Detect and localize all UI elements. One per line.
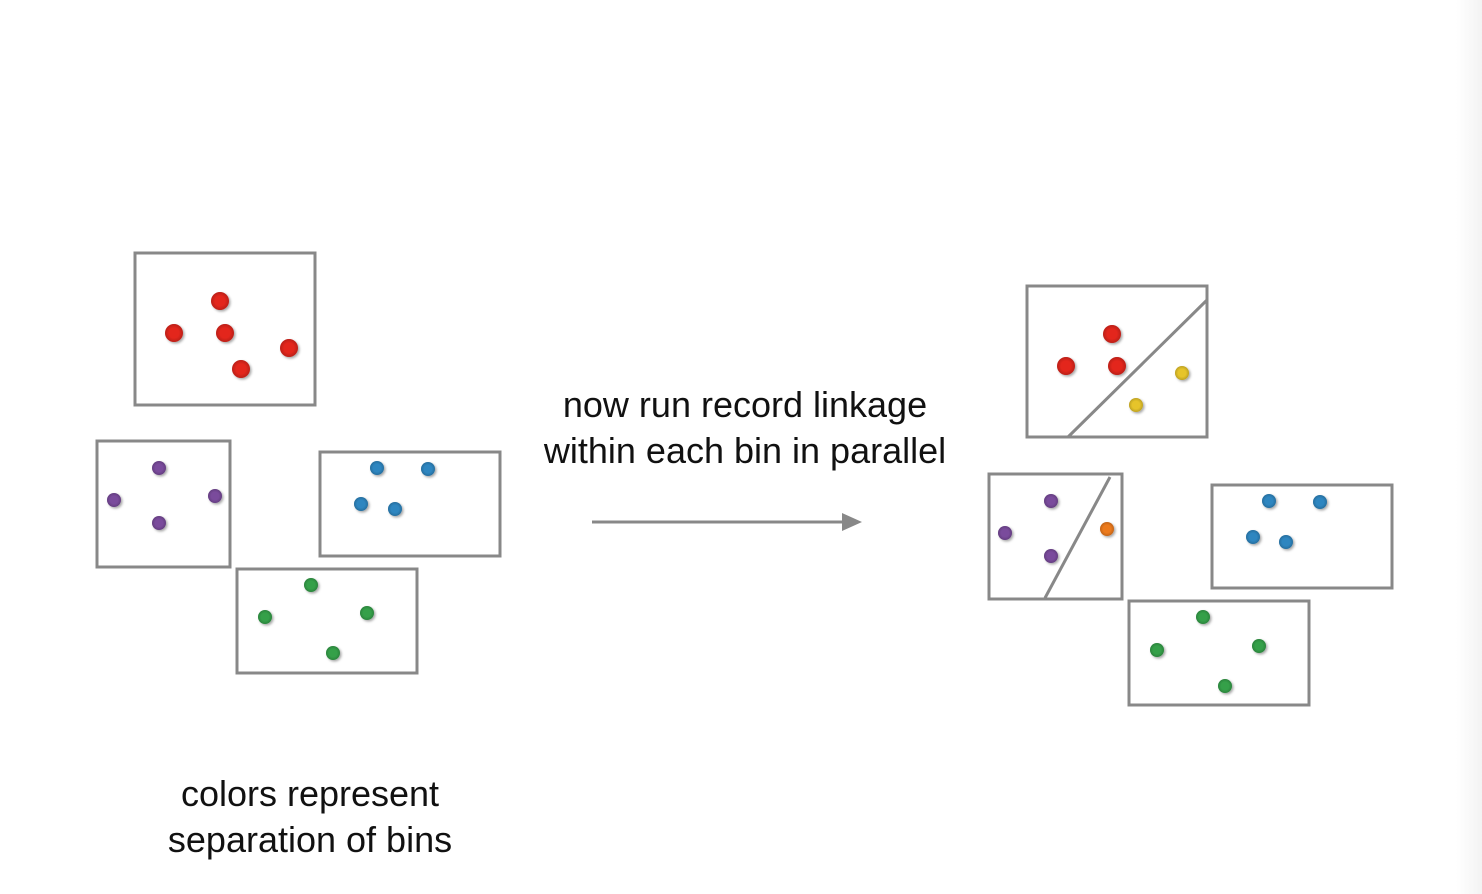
bin-red-before <box>133 251 317 407</box>
record-dot-shading <box>208 489 222 503</box>
record-dot-shading <box>1100 522 1114 536</box>
bin-blue-before <box>318 450 502 558</box>
record-dots <box>1129 366 1189 412</box>
arrow <box>592 513 862 531</box>
bin-red-after <box>1025 284 1209 439</box>
slide-edge-shadow <box>1456 0 1482 894</box>
bin-frame <box>318 450 502 558</box>
record-dots <box>1100 522 1114 536</box>
record-dot-shading <box>1129 398 1143 412</box>
record-dot-shading <box>1175 366 1189 380</box>
record-dot-shading <box>280 339 298 357</box>
bin-purple-before <box>95 439 232 569</box>
after-bins <box>987 284 1394 707</box>
arrow-head <box>842 513 862 531</box>
record-dot-shading <box>165 324 183 342</box>
bin-blue-after <box>1210 483 1394 590</box>
record-dot-shading <box>360 606 374 620</box>
record-dot-shading <box>1057 357 1075 375</box>
record-dot-shading <box>421 462 435 476</box>
record-dots <box>165 292 298 378</box>
record-dot-shading <box>1044 494 1058 508</box>
record-dot-shading <box>216 324 234 342</box>
record-dot-shading <box>1103 325 1121 343</box>
record-dot-shading <box>1044 549 1058 563</box>
record-dots <box>258 578 374 660</box>
record-dots <box>1150 610 1266 693</box>
legend-caption-line-2: separation of bins <box>167 819 453 860</box>
record-dot-shading <box>1262 494 1276 508</box>
record-dot-shading <box>1313 495 1327 509</box>
entity-divider <box>1043 476 1112 599</box>
record-dot-shading <box>1150 643 1164 657</box>
entity-divider <box>1066 298 1209 439</box>
record-dots <box>1246 494 1327 549</box>
record-dot-shading <box>998 526 1012 540</box>
record-dots <box>354 461 435 516</box>
linkage-caption: now run record linkage within each bin i… <box>520 382 970 474</box>
bin-green-after <box>1127 599 1311 707</box>
record-dot-shading <box>370 461 384 475</box>
linkage-caption-line-1: now run record linkage <box>562 384 928 425</box>
legend-caption: colors represent separation of bins <box>110 771 510 863</box>
record-dot-shading <box>152 461 166 475</box>
bin-green-before <box>235 567 419 675</box>
record-dot-shading <box>258 610 272 624</box>
record-dot-shading <box>107 493 121 507</box>
record-dot-shading <box>1196 610 1210 624</box>
legend-caption-line-1: colors represent <box>180 773 440 814</box>
record-dot-shading <box>152 516 166 530</box>
record-dots <box>1057 325 1126 375</box>
record-dot-shading <box>388 502 402 516</box>
record-dot-shading <box>1279 535 1293 549</box>
record-dot-shading <box>304 578 318 592</box>
bin-purple-after <box>987 472 1124 601</box>
record-dots <box>998 494 1058 563</box>
record-dot-shading <box>232 360 250 378</box>
record-dot-shading <box>1108 357 1126 375</box>
bin-frame <box>1210 483 1394 590</box>
linkage-caption-line-2: within each bin in parallel <box>543 430 947 471</box>
record-dot-shading <box>1246 530 1260 544</box>
record-dot-shading <box>354 497 368 511</box>
before-bins <box>95 251 502 675</box>
record-dot-shading <box>326 646 340 660</box>
record-dot-shading <box>1218 679 1232 693</box>
record-dots <box>107 461 222 530</box>
record-dot-shading <box>1252 639 1266 653</box>
record-dot-shading <box>211 292 229 310</box>
